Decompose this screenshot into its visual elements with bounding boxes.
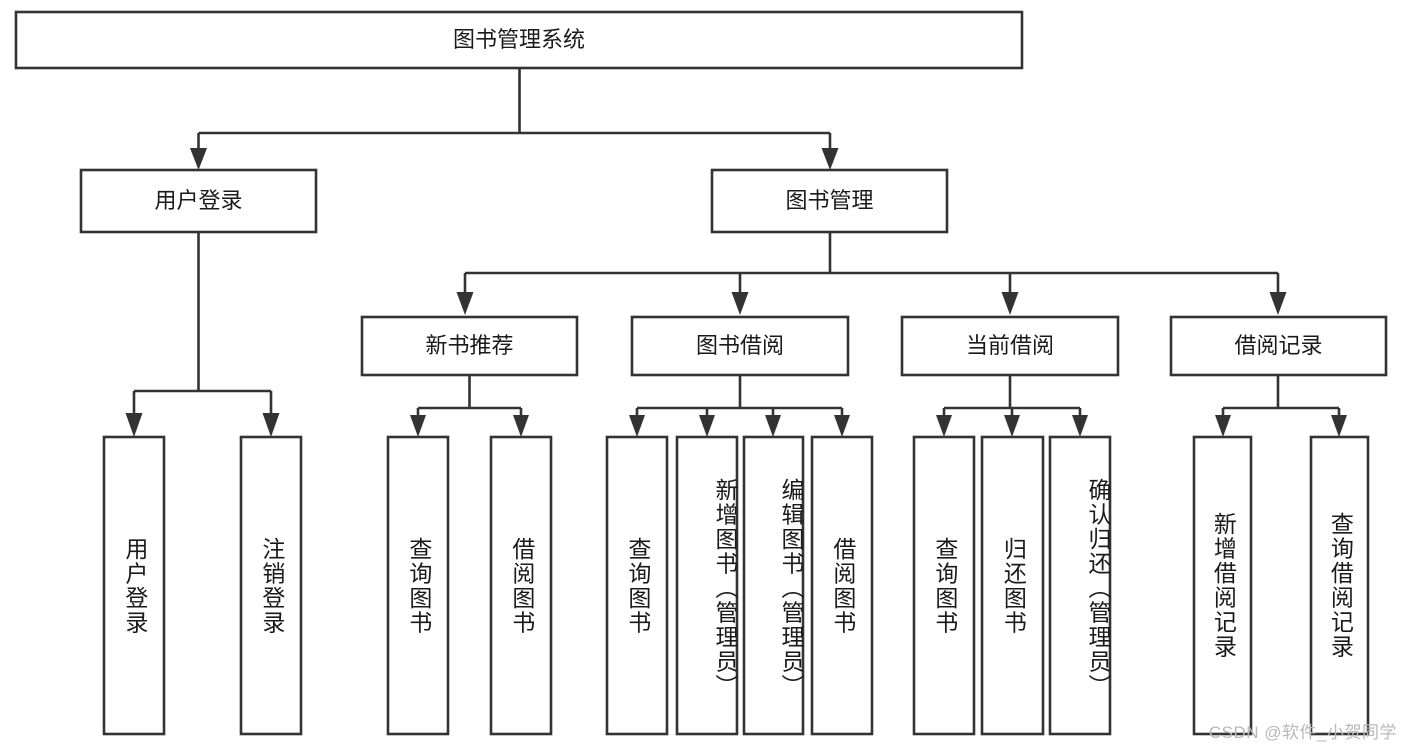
node-book-borrow-label: 图书借阅 [696, 333, 784, 358]
connectors-group [125, 68, 1347, 437]
leaf-box-query-borrow-record[interactable] [1309, 435, 1370, 736]
node-user-login[interactable]: 用户登录 [79, 168, 318, 234]
arrow-head-leaf-query-book-2 [629, 415, 645, 437]
leaf-box-user-login[interactable] [102, 435, 166, 736]
arrow-head-book-borrow [731, 292, 749, 315]
arrow-head-leaf-borrow-book-1 [513, 415, 529, 437]
node-borrow-record-box[interactable] [1169, 315, 1388, 377]
leaf-box-logout-login[interactable] [239, 435, 303, 736]
arrow-head-leaf-query-book-3 [936, 415, 952, 437]
leaf-box-return-book[interactable] [980, 435, 1045, 736]
leaf-box-edit-book[interactable] [742, 435, 805, 736]
leaf-box-query-book-3[interactable] [912, 435, 976, 736]
node-book-borrow-box[interactable] [630, 315, 850, 377]
leaf-box-add-book[interactable] [675, 435, 739, 736]
node-new-book-recommend-box[interactable] [360, 315, 579, 377]
arrow-head-current-borrow [1001, 292, 1019, 315]
node-borrow-record-label: 借阅记录 [1234, 333, 1322, 358]
leaf-box-borrow-book-1[interactable] [489, 435, 553, 736]
arrow-head-leaf-add-book [699, 415, 715, 437]
arrow-head-leaf-edit-book [765, 415, 781, 437]
node-user-login-box[interactable] [79, 168, 318, 234]
arrow-head-bookmgmt [821, 148, 839, 170]
node-user-login-label: 用户登录 [154, 188, 242, 213]
node-root-box[interactable] [14, 10, 1024, 70]
watermark-text: CSDN @软件_小贺同学 [1208, 723, 1397, 742]
node-borrow-record[interactable]: 借阅记录 [1169, 315, 1388, 377]
arrow-head-leaf-add-borrow-record [1215, 415, 1231, 437]
node-current-borrow-box[interactable] [900, 315, 1120, 377]
node-current-borrow-label: 当前借阅 [966, 333, 1054, 358]
arrow-head-leaf-user-login [125, 413, 143, 437]
node-book-borrow[interactable]: 图书借阅 [630, 315, 850, 377]
node-new-book-recommend-label: 新书推荐 [425, 333, 513, 358]
arrow-head-leaf-query-borrow-record [1331, 415, 1347, 437]
arrow-head-leaf-logout-login [262, 413, 280, 437]
leaf-box-borrow-book-2[interactable] [810, 435, 874, 736]
node-new-book-recommend[interactable]: 新书推荐 [360, 315, 579, 377]
arrow-head-userlogin [190, 148, 207, 170]
node-current-borrow[interactable]: 当前借阅 [900, 315, 1120, 377]
arrow-head-new-book-recommend [456, 292, 474, 315]
node-book-management-box[interactable] [710, 168, 949, 234]
arrow-head-borrow-record [1269, 292, 1287, 315]
leaf-box-confirm-return[interactable] [1048, 435, 1112, 736]
node-book-management-label: 图书管理 [785, 188, 873, 213]
leaf-box-query-book-1[interactable] [386, 435, 450, 736]
arrow-head-leaf-confirm-return [1072, 415, 1088, 437]
leaf-box-query-book-2[interactable] [605, 435, 669, 736]
arrow-head-leaf-query-book-1 [410, 415, 426, 437]
arrow-head-leaf-return-book [1004, 415, 1020, 437]
leaf-box-add-borrow-record[interactable] [1192, 435, 1253, 736]
arrow-head-leaf-borrow-book-2 [834, 415, 850, 437]
node-root-label: 图书管理系统 [453, 27, 585, 52]
node-book-management[interactable]: 图书管理 [710, 168, 949, 234]
node-root[interactable]: 图书管理系统 [14, 10, 1024, 70]
